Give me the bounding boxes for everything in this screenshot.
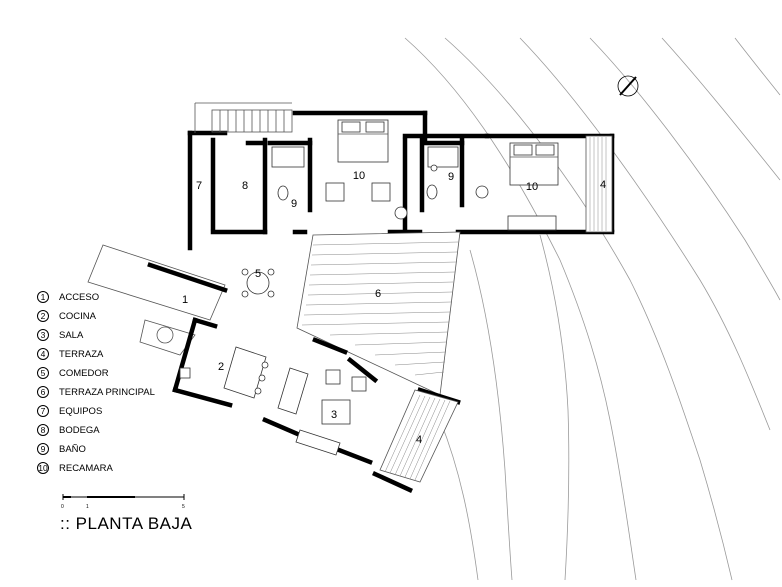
room-labels: 1 2 3 4 4 5 6 7 8 9 9 10 10 <box>182 170 606 446</box>
legend-item: 4 TERRAZA <box>37 347 103 361</box>
legend-label: TERRAZA <box>59 348 104 360</box>
legend-label: ACCESO <box>59 291 100 303</box>
room-label-equipos: 7 <box>196 180 202 192</box>
living-terrace-deck <box>379 389 459 483</box>
bedroom-terrace-deck <box>585 135 613 233</box>
north-arrow-icon <box>617 75 639 97</box>
scale-bar <box>62 494 185 500</box>
legend-label: TERRAZA PRINCIPAL <box>59 386 155 398</box>
legend-number: 4 <box>37 348 49 360</box>
upper-wing-walls <box>187 110 615 251</box>
legend-label: COCINA <box>59 310 96 322</box>
bedroom-furniture <box>325 119 559 231</box>
legend-label: COMEDOR <box>59 367 109 379</box>
scale-label: 0 <box>61 504 64 510</box>
bathroom-fixtures <box>271 146 459 201</box>
legend-label: SALA <box>59 329 84 341</box>
legend-label: EQUIPOS <box>59 405 103 417</box>
room-label-recamara-1: 10 <box>353 170 365 182</box>
room-label-terraza-bedroom: 4 <box>600 179 606 191</box>
legend-item: 2 COCINA <box>37 309 96 323</box>
legend-item: 1 ACCESO <box>37 290 99 304</box>
room-label-bano-1: 9 <box>291 198 297 210</box>
legend-number: 6 <box>37 386 49 398</box>
legend-number: 2 <box>37 310 49 322</box>
room-label-terraza-living: 4 <box>416 434 422 446</box>
legend-item: 10 RECAMARA <box>37 461 113 475</box>
room-label-cocina: 2 <box>218 361 224 373</box>
scale-label: 1 <box>86 504 89 510</box>
legend-item: 6 TERRAZA PRINCIPAL <box>37 385 155 399</box>
room-label-bodega: 8 <box>242 180 248 192</box>
legend-item: 9 BAÑO <box>37 442 86 456</box>
legend-item: 7 EQUIPOS <box>37 404 102 418</box>
room-label-terraza-principal: 6 <box>375 288 381 300</box>
living-furniture <box>179 268 367 456</box>
plan-title: :: PLANTA BAJA <box>60 514 193 533</box>
legend-number: 7 <box>37 405 49 417</box>
room-label-recamara-2: 10 <box>526 181 538 193</box>
legend-item: 8 BODEGA <box>37 423 100 437</box>
legend-number: 1 <box>37 291 49 303</box>
scale-label: 5 <box>182 504 185 510</box>
legend-number: 8 <box>37 424 49 436</box>
legend-number: 10 <box>37 462 49 474</box>
legend-number: 3 <box>37 329 49 341</box>
legend-item: 5 COMEDOR <box>37 366 109 380</box>
stair <box>194 102 293 133</box>
legend-item: 3 SALA <box>37 328 83 342</box>
terrain-contours <box>404 37 781 581</box>
legend-number: 9 <box>37 443 49 455</box>
legend-number: 5 <box>37 367 49 379</box>
main-terrace-deck <box>296 231 461 396</box>
legend-label: BAÑO <box>59 443 86 455</box>
legend-label: BODEGA <box>59 424 100 436</box>
room-label-bano-2: 9 <box>448 171 454 183</box>
room-label-sala: 3 <box>331 409 337 421</box>
access-path <box>87 244 226 356</box>
room-label-comedor: 5 <box>255 268 261 280</box>
room-label-acceso: 1 <box>182 294 188 306</box>
legend-label: RECAMARA <box>59 462 113 474</box>
